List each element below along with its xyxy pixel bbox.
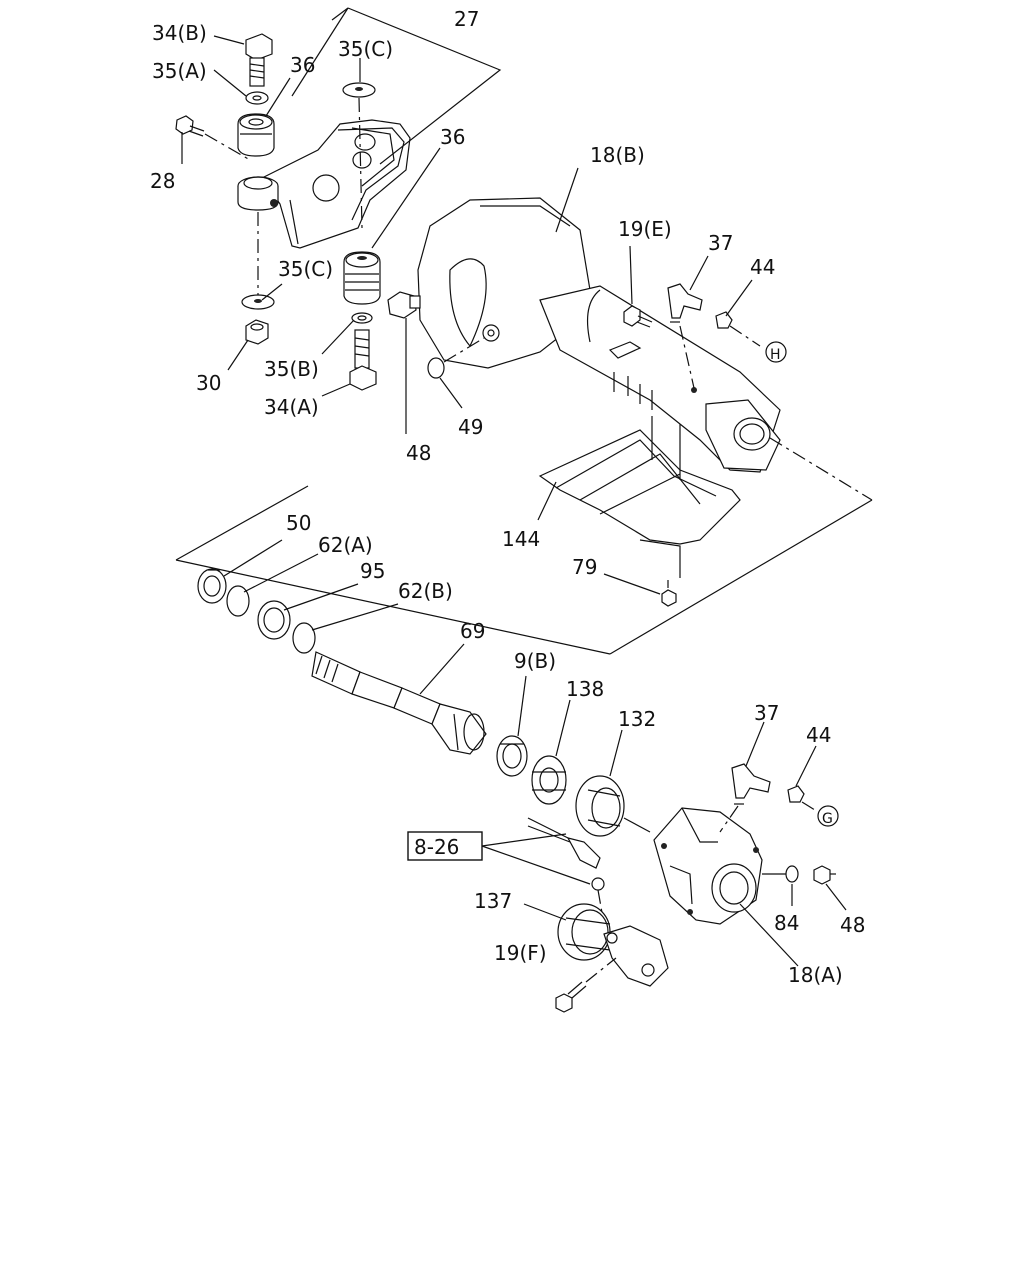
part-actuator-137 (557, 903, 669, 987)
label-37-lower: 37 (754, 701, 779, 725)
label-44-top: 44 (750, 255, 775, 279)
part-washer-35a (245, 91, 269, 105)
part-washer-84 (785, 865, 799, 883)
label-35c-top: 35(C) (338, 37, 393, 61)
part-breather-fitting-37-lower (719, 763, 771, 833)
part-skid-plate-144 (538, 416, 741, 578)
label-8-26: 8-26 (414, 835, 459, 859)
part-bolt-19e (623, 305, 653, 328)
part-snap-ring-62b (292, 622, 316, 654)
label-19e: 19(E) (618, 217, 672, 241)
ref-h-text: H (770, 347, 781, 363)
label-18b: 18(B) (590, 143, 645, 167)
label-34b: 34(B) (152, 21, 207, 45)
part-washer-49 (427, 357, 445, 379)
label-36-top: 36 (290, 53, 315, 77)
label-69: 69 (460, 619, 485, 643)
part-bolt-34b (245, 33, 273, 87)
label-62b: 62(B) (398, 579, 453, 603)
part-washer-35b (351, 312, 373, 324)
label-35a: 35(A) (152, 59, 207, 83)
label-9b: 9(B) (514, 649, 556, 673)
label-84: 84 (774, 911, 799, 935)
label-34a: 34(A) (264, 395, 319, 419)
part-snap-ring-62a (226, 585, 250, 617)
ref-circle-g (817, 805, 839, 827)
part-gear-138 (531, 755, 567, 805)
label-62a: 62(A) (318, 533, 373, 557)
label-30: 30 (196, 371, 221, 395)
part-axle-housing-18b (417, 197, 781, 473)
label-49: 49 (458, 415, 483, 439)
label-18a: 18(A) (788, 963, 843, 987)
label-138: 138 (566, 677, 604, 701)
part-bearing-9b (496, 735, 528, 777)
label-48-lower: 48 (840, 913, 865, 937)
label-44-lower: 44 (806, 723, 831, 747)
part-bushing-36-top (237, 113, 275, 157)
label-79: 79 (572, 555, 597, 579)
ref-g-text: G (822, 811, 833, 827)
part-bracket-27 (237, 119, 411, 249)
part-clip-44-top (715, 311, 733, 329)
part-breather-fitting-37-top (667, 283, 703, 393)
label-50: 50 (286, 511, 311, 535)
label-137: 137 (474, 889, 512, 913)
leader-lines (181, 35, 847, 967)
label-132: 132 (618, 707, 656, 731)
callout-box-8-26 (407, 831, 483, 861)
part-clutch-sleeve-132 (575, 775, 625, 837)
lower-assembly: G (175, 485, 839, 1013)
label-37-top: 37 (708, 231, 733, 255)
part-bolt-79 (661, 580, 677, 607)
label-144: 144 (502, 527, 540, 551)
part-axle-shaft-69 (311, 651, 487, 755)
label-35c-mid: 35(C) (278, 257, 333, 281)
label-19f: 19(F) (494, 941, 547, 965)
part-drain-plug-48-top (387, 291, 421, 319)
part-seal-50 (197, 568, 227, 604)
part-bolt-28 (175, 115, 251, 161)
part-clip-44-lower (787, 785, 805, 803)
part-bearing-95 (257, 600, 291, 640)
label-35b: 35(B) (264, 357, 319, 381)
part-bolt-34a (349, 329, 377, 391)
label-48-top: 48 (406, 441, 431, 465)
label-27: 27 (454, 7, 479, 31)
part-labels: 34(B) 35(A) 36 27 35(C) 36 28 18(B) 19(E… (150, 7, 865, 987)
label-28: 28 (150, 169, 175, 193)
part-bolt-19f (555, 957, 617, 1013)
part-housing-18a (653, 807, 763, 925)
label-36-lower: 36 (440, 125, 465, 149)
ref-circle-h (765, 341, 787, 363)
part-bushing-36-lower (343, 251, 381, 305)
top-assembly: H (175, 7, 873, 655)
label-95: 95 (360, 559, 385, 583)
part-drain-plug-48-lower (813, 865, 836, 885)
